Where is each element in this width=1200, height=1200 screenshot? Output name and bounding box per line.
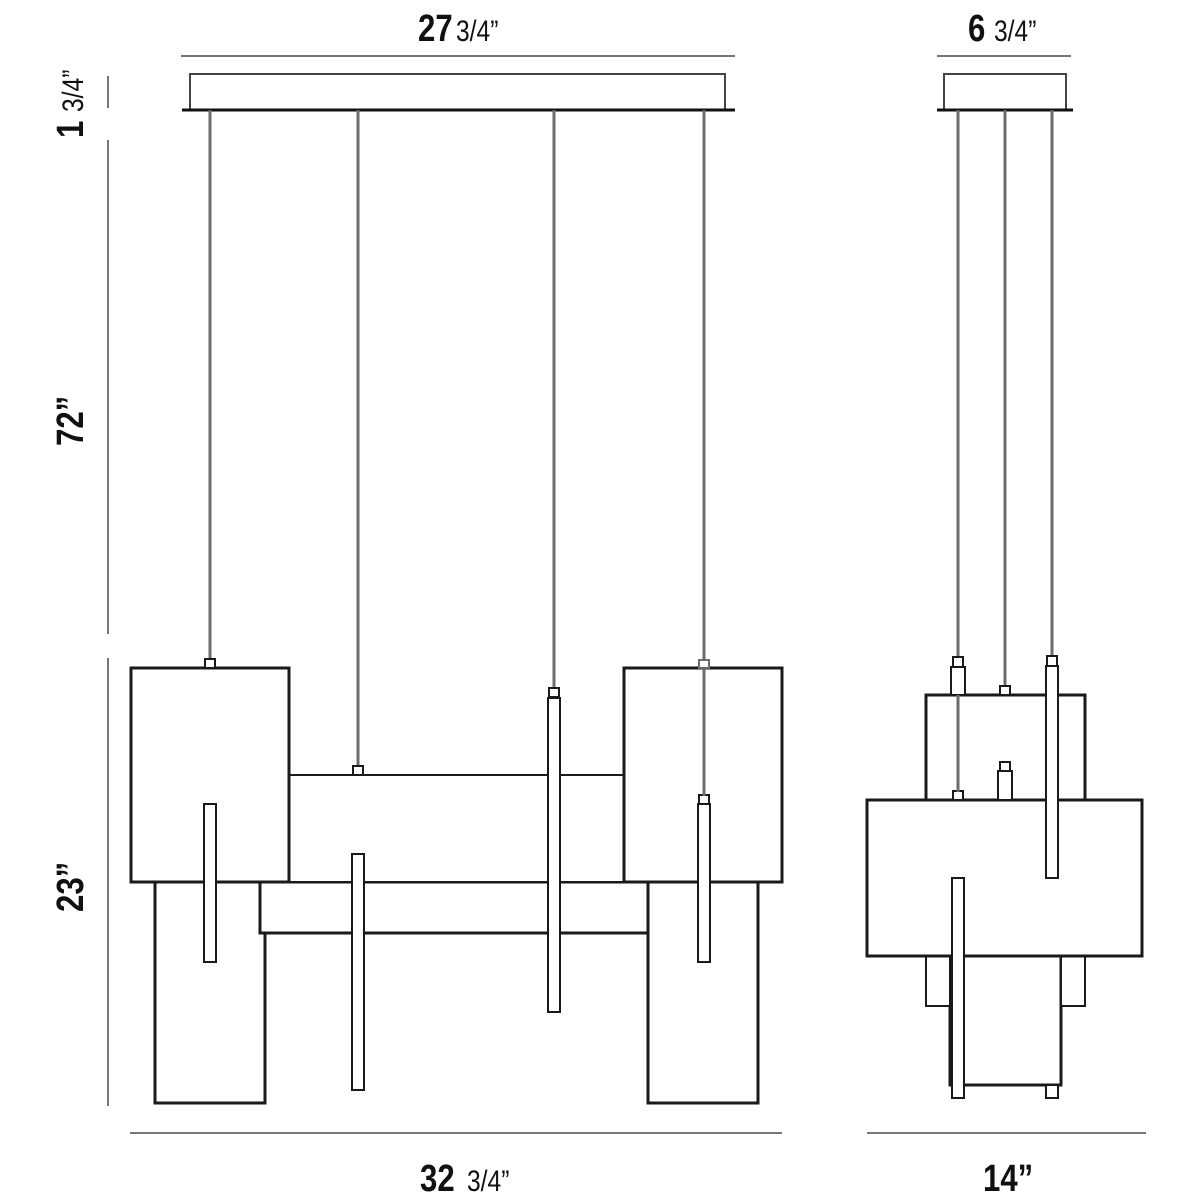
side-shade-lower	[948, 954, 1063, 1087]
fixture-length-label: 32 3/4”	[420, 1160, 518, 1198]
led-rod	[351, 853, 365, 1091]
fixture-width-value: 14”	[983, 1158, 1034, 1200]
shade-center	[288, 774, 654, 883]
fixture-height-value: 23”	[50, 861, 92, 912]
canopy-height-fraction: 3/4”	[57, 70, 90, 113]
cable-length-label: 72”	[50, 385, 92, 446]
connector	[204, 658, 216, 669]
canopy-width-label: 6 3/4”	[968, 10, 1045, 48]
fixture-width-label: 14”	[983, 1160, 1044, 1198]
front-view	[129, 55, 784, 1134]
shade-center-lower	[258, 880, 650, 935]
side-shade-front	[865, 798, 1144, 958]
connector	[698, 794, 710, 805]
side-led-rod	[951, 877, 965, 1099]
side-shade-tab	[1060, 955, 1086, 1007]
fixture-length-whole: 32	[420, 1158, 455, 1200]
side-view	[865, 55, 1146, 1134]
canopy	[189, 73, 726, 111]
side-canopy	[943, 73, 1067, 111]
canopy-width-fraction: 3/4”	[993, 15, 1036, 48]
connector	[548, 687, 560, 698]
connector	[698, 659, 710, 669]
canopy-length-fraction: 3/4”	[456, 15, 499, 48]
led-rod	[547, 697, 561, 1013]
canopy-length-whole: 27	[418, 8, 453, 50]
canopy-height-label: 1 3/4”	[50, 61, 92, 138]
side-shade-tab	[925, 955, 951, 1007]
canopy-height-whole: 1	[50, 120, 92, 138]
canopy-width-whole: 6	[968, 8, 986, 50]
cable-length-value: 72”	[50, 395, 92, 446]
connector	[352, 765, 364, 776]
led-rod	[203, 803, 217, 963]
fixture-height-label: 23”	[50, 851, 92, 912]
side-led-rod	[1045, 665, 1059, 879]
fixture-length-fraction: 3/4”	[466, 1165, 510, 1198]
led-rod	[697, 803, 711, 963]
